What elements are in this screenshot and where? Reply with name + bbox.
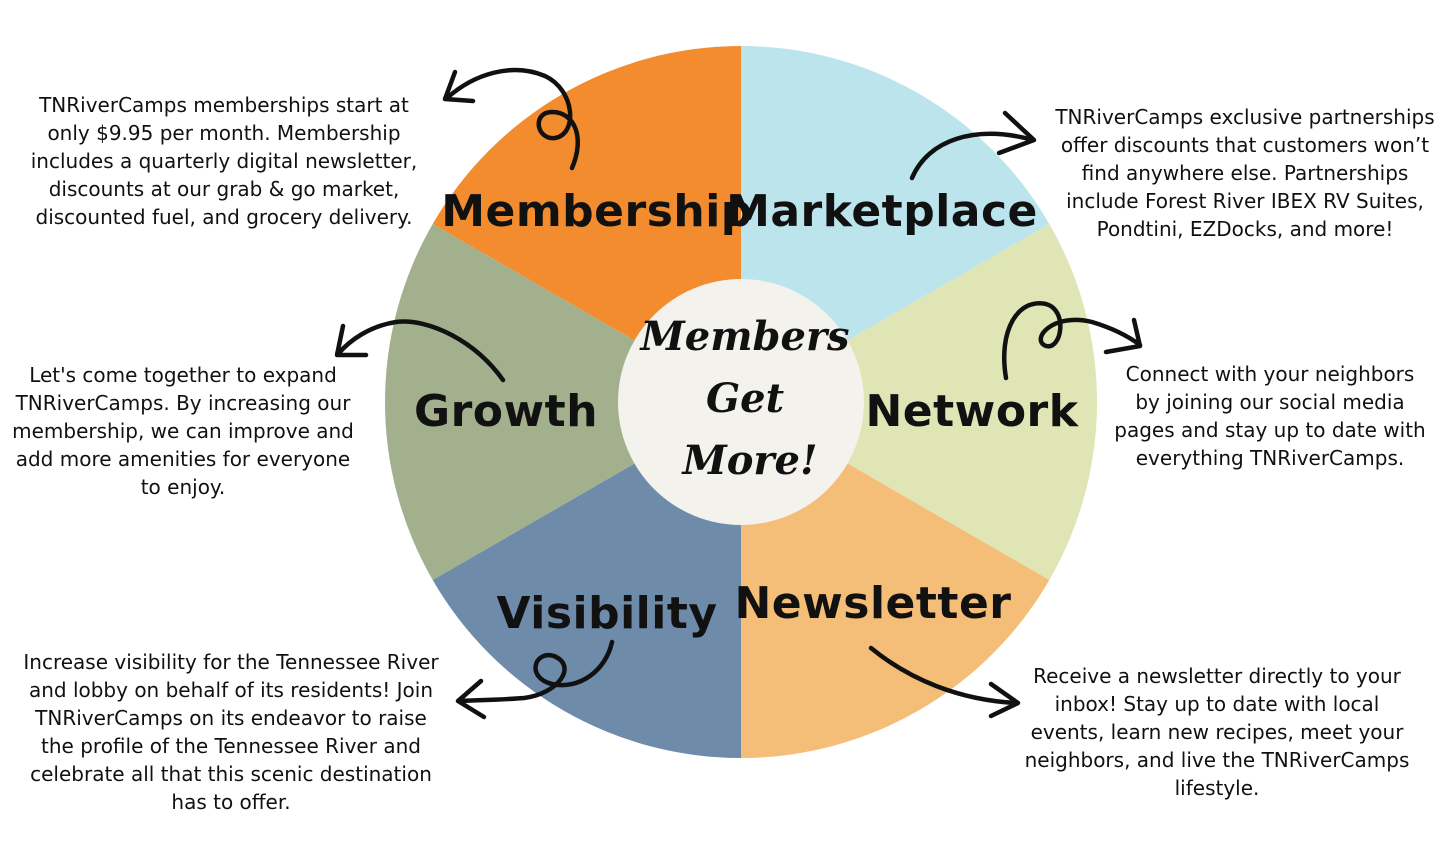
- hub-line-3: More!: [680, 437, 817, 484]
- arrow-visibility: [455, 639, 615, 720]
- description-growth: Let's come together to expand TNRiverCam…: [12, 363, 354, 499]
- arrow-marketplace: [909, 110, 1037, 181]
- description-newsletter: Receive a newsletter directly to your in…: [1024, 664, 1410, 800]
- center-hub: [618, 279, 864, 525]
- label-newsletter: Newsletter: [734, 578, 1011, 629]
- arrow-newsletter: [868, 645, 1021, 719]
- hub-line-1: Members: [638, 313, 849, 360]
- arrow-growth: [334, 319, 506, 383]
- label-visibility: Visibility: [496, 588, 717, 639]
- description-visibility: Increase visibility for the Tennessee Ri…: [23, 650, 439, 814]
- segment-growth: [384, 224, 741, 580]
- arrow-network: [1002, 301, 1143, 381]
- segment-network: [741, 224, 1098, 580]
- description-membership: TNRiverCamps memberships start at only $…: [30, 93, 418, 229]
- label-marketplace: Marketplace: [726, 186, 1038, 237]
- label-membership: Membership: [441, 186, 753, 237]
- label-growth: Growth: [414, 386, 598, 437]
- hub-line-2: Get: [706, 375, 785, 422]
- description-network: Connect with your neighbors by joining o…: [1114, 362, 1426, 470]
- arrow-membership: [442, 67, 581, 171]
- label-network: Network: [865, 386, 1079, 437]
- description-marketplace: TNRiverCamps exclusive partnerships offe…: [1055, 105, 1435, 241]
